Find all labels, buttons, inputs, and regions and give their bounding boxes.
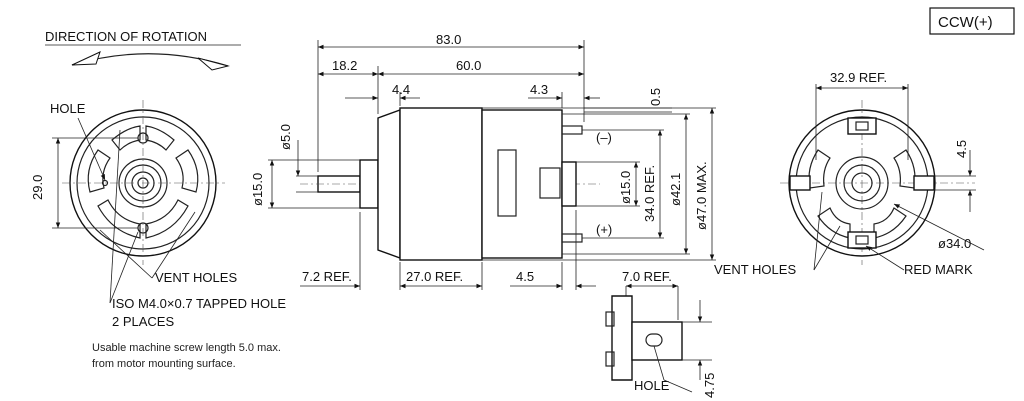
dim-47-max: ø47.0 MAX. [694,161,709,230]
rotation-badge [929,7,1015,35]
dim-18-2: 18.2 [332,58,357,73]
right-end-view: CCW(+) 32.9 REF. 4.5 ø34.0 [714,7,1015,277]
dim-32-9-ref: 32.9 REF. [830,70,887,85]
dim-4-75: 4.75 [702,373,717,398]
hole-label: HOLE [50,101,86,116]
vent-holes-right-label: VENT HOLES [714,262,796,277]
dim-27-ref: 27.0 REF. [406,269,463,284]
vent-hole [87,149,111,193]
vent-hole [145,125,175,151]
dim-60: 60.0 [456,58,481,73]
note-line-2: from motor mounting surface. [92,358,236,370]
rear-terminal-top [847,117,877,135]
plus-label: (+) [596,222,612,237]
dim-42-1: ø42.1 [668,173,683,206]
terminal-tab [631,321,683,361]
vent-holes-left-label: VENT HOLES [155,270,237,285]
dim-34-ref: 34.0 REF. [642,165,657,222]
vent-hole [808,149,831,189]
terminal-plus [561,233,583,243]
left-end-view: DIRECTION OF ROTATION HOLE 29.0 VENT HO [30,29,286,370]
hole-bottom-label: HOLE [634,378,670,393]
vent-hole [111,125,141,151]
note-line-1: Usable machine screw length 5.0 max. [92,342,281,354]
dim-83: 83.0 [436,32,461,47]
vent-hole [175,149,199,193]
dim-7-0-ref: 7.0 REF. [622,269,672,284]
terminal-minus [561,125,583,135]
terminal-detail: 7.0 REF. 4.75 HOLE [605,269,717,398]
dim-boss-dia-left: ø15.0 [250,173,265,206]
dim-29: 29.0 [30,175,45,200]
dim-0-5: 0.5 [648,88,663,106]
side-view: (–) (+) 83.0 18.2 60.0 4.4 4.3 0.5 ø5.0 … [250,32,716,290]
vent-hole [893,149,916,189]
dim-7-2-ref: 7.2 REF. [302,269,352,284]
minus-label: (–) [596,130,612,145]
dim-shaft-dia: ø5.0 [278,124,293,150]
dim-4-3: 4.3 [530,82,548,97]
vent-hole [873,207,907,239]
direction-label: DIRECTION OF ROTATION [45,29,207,44]
rear-terminal-bottom [847,231,877,249]
motor-body [399,107,483,261]
dim-4-5-right: 4.5 [954,140,969,158]
dim-34: ø34.0 [938,236,971,251]
vent-hole [817,207,851,239]
dim-boss-dia-right: ø15.0 [618,171,633,204]
tapped-hole-label: ISO M4.0×0.7 TAPPED HOLE [112,296,286,311]
badge-text: CCW(+) [938,14,993,31]
red-mark-label: RED MARK [904,262,973,277]
dim-4-4: 4.4 [392,82,410,97]
two-places-label: 2 PLACES [112,314,174,329]
dim-4-5-bottom: 4.5 [516,269,534,284]
